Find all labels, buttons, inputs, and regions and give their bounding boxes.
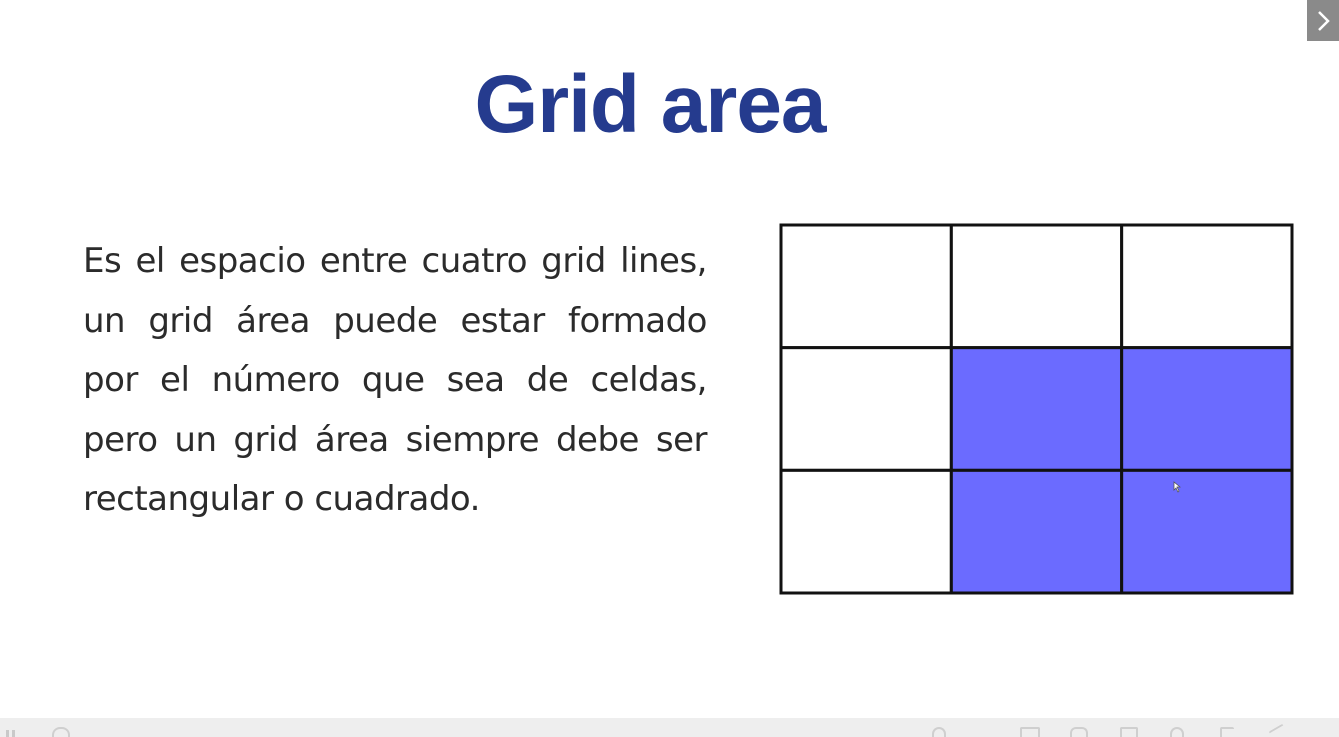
grid-cell (779, 468, 953, 595)
notes-icon[interactable] (1120, 727, 1138, 737)
grid-cell-highlighted (949, 468, 1124, 595)
grid-cell-highlighted (949, 346, 1124, 472)
grid-area-svg (779, 223, 1294, 595)
download-icon[interactable] (1170, 727, 1184, 737)
volume-icon[interactable] (52, 727, 70, 737)
speed-icon[interactable] (1070, 727, 1088, 737)
edit-icon[interactable] (1268, 723, 1288, 737)
grid-cell-highlighted (1120, 468, 1294, 595)
slide-title: Grid area (474, 59, 826, 150)
grid-cell (779, 346, 953, 472)
fullscreen-icon[interactable] (1220, 727, 1234, 737)
mouse-cursor-icon (1173, 481, 1181, 493)
pause-icon[interactable] (6, 727, 18, 737)
subtitles-icon[interactable] (1020, 727, 1040, 737)
grid-area-diagram (779, 223, 1294, 595)
next-slide-button[interactable] (1307, 0, 1339, 41)
slide-body-text: Es el espacio entre cuatro grid lines, u… (83, 241, 708, 519)
player-control-bar (0, 718, 1339, 737)
settings-icon[interactable] (932, 727, 946, 737)
grid-cell (779, 223, 953, 350)
grid-cell (949, 223, 1124, 350)
chevron-right-icon (1318, 10, 1330, 31)
grid-cell-highlighted (1120, 346, 1294, 472)
grid-cell (1120, 223, 1294, 350)
